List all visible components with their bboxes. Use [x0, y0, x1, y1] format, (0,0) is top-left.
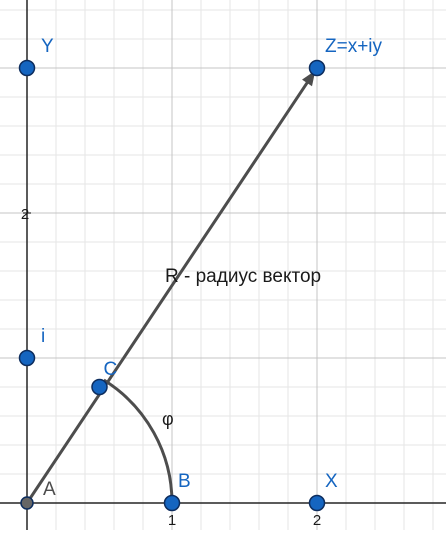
point-x-label: X — [325, 471, 338, 492]
angle-arc[interactable] — [103, 378, 174, 504]
y-tick-label-2: 2 — [21, 206, 29, 223]
point-a[interactable] — [20, 496, 34, 510]
point-z-label: Z=x+iy — [325, 36, 383, 57]
point-b-label: B — [178, 471, 191, 492]
point-z[interactable] — [308, 59, 326, 77]
point-b[interactable] — [163, 494, 181, 512]
point-c[interactable] — [91, 378, 108, 396]
x-tick-label-2: 2 — [313, 512, 321, 529]
point-x[interactable] — [308, 494, 326, 512]
point-i[interactable] — [18, 349, 36, 367]
point-a-label: A — [43, 479, 56, 500]
point-c-label: C — [104, 359, 118, 380]
x-tick-label-1: 1 — [168, 512, 176, 529]
angle-label-phi: φ — [162, 409, 174, 429]
point-y[interactable] — [18, 59, 36, 77]
point-y-label: Y — [41, 36, 54, 57]
radius-vector-label: R - радиус вектор — [165, 266, 321, 287]
point-i-label: i — [41, 326, 45, 347]
radius-vector[interactable] — [25, 81, 309, 505]
